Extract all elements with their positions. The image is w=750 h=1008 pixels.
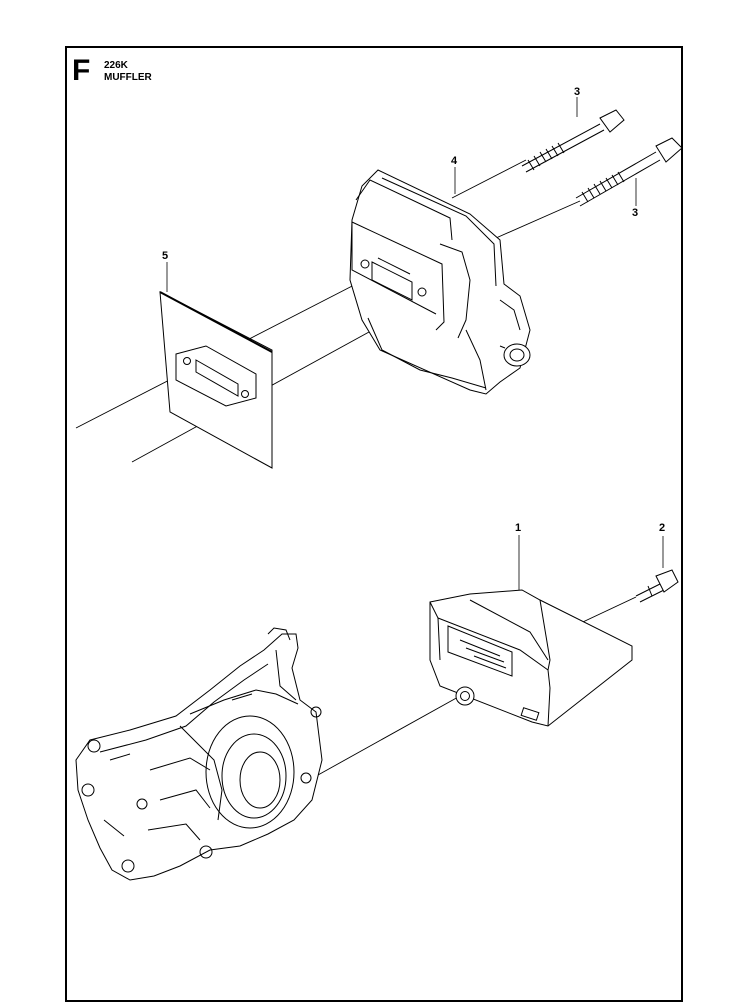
- callout-5: 5: [162, 250, 168, 262]
- drawing-frame: [65, 46, 683, 1002]
- bolt-part-2: [635, 569, 679, 603]
- callout-1: 1: [515, 522, 521, 534]
- gasket-part-5: [159, 291, 273, 469]
- leader-lines: [166, 97, 664, 590]
- bracket-part-1: [429, 589, 633, 727]
- callout-4: 4: [451, 155, 458, 167]
- callout-3-lower: 3: [632, 207, 638, 219]
- callout-3-upper: 3: [574, 86, 580, 98]
- screw-part-3-lower: [575, 137, 683, 207]
- callout-2: 2: [659, 522, 665, 534]
- page-title: MUFFLER: [104, 72, 152, 83]
- model-label: 226K: [104, 60, 128, 71]
- crankcase-housing: [75, 627, 323, 881]
- screw-part-3-upper: [521, 109, 625, 173]
- muffler-part-4: [349, 169, 531, 395]
- section-letter: F: [72, 54, 91, 87]
